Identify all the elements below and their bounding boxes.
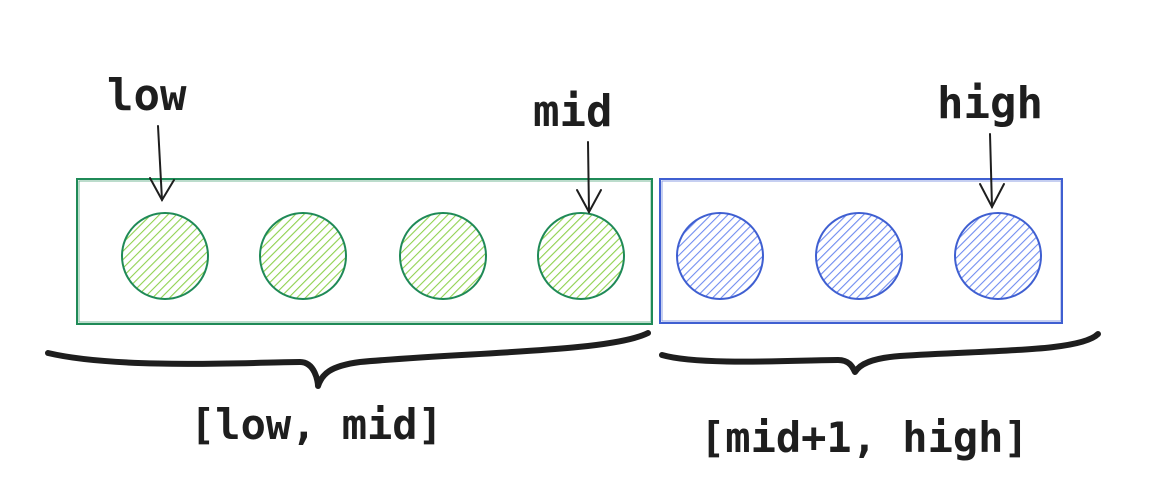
right-element-2 [815, 212, 903, 300]
left-element-1 [121, 212, 209, 300]
right-element-1 [676, 212, 764, 300]
left-element-3 [399, 212, 487, 300]
right-range-label: [mid+1, high] [700, 413, 1029, 462]
mid-arrow [576, 141, 602, 215]
low-arrow [149, 125, 175, 203]
high-pointer-label: high [937, 78, 1043, 129]
mid-pointer-label: mid [533, 86, 613, 137]
left-element-2 [259, 212, 347, 300]
right-element-3 [954, 212, 1042, 300]
low-pointer-label: low [107, 70, 187, 121]
left-brace [45, 330, 651, 389]
right-brace [659, 331, 1101, 375]
left-half-box [76, 178, 653, 325]
left-element-4 [537, 212, 625, 300]
left-range-label: [low, mid] [190, 400, 443, 449]
right-half-box [659, 178, 1063, 324]
high-arrow [979, 133, 1005, 210]
